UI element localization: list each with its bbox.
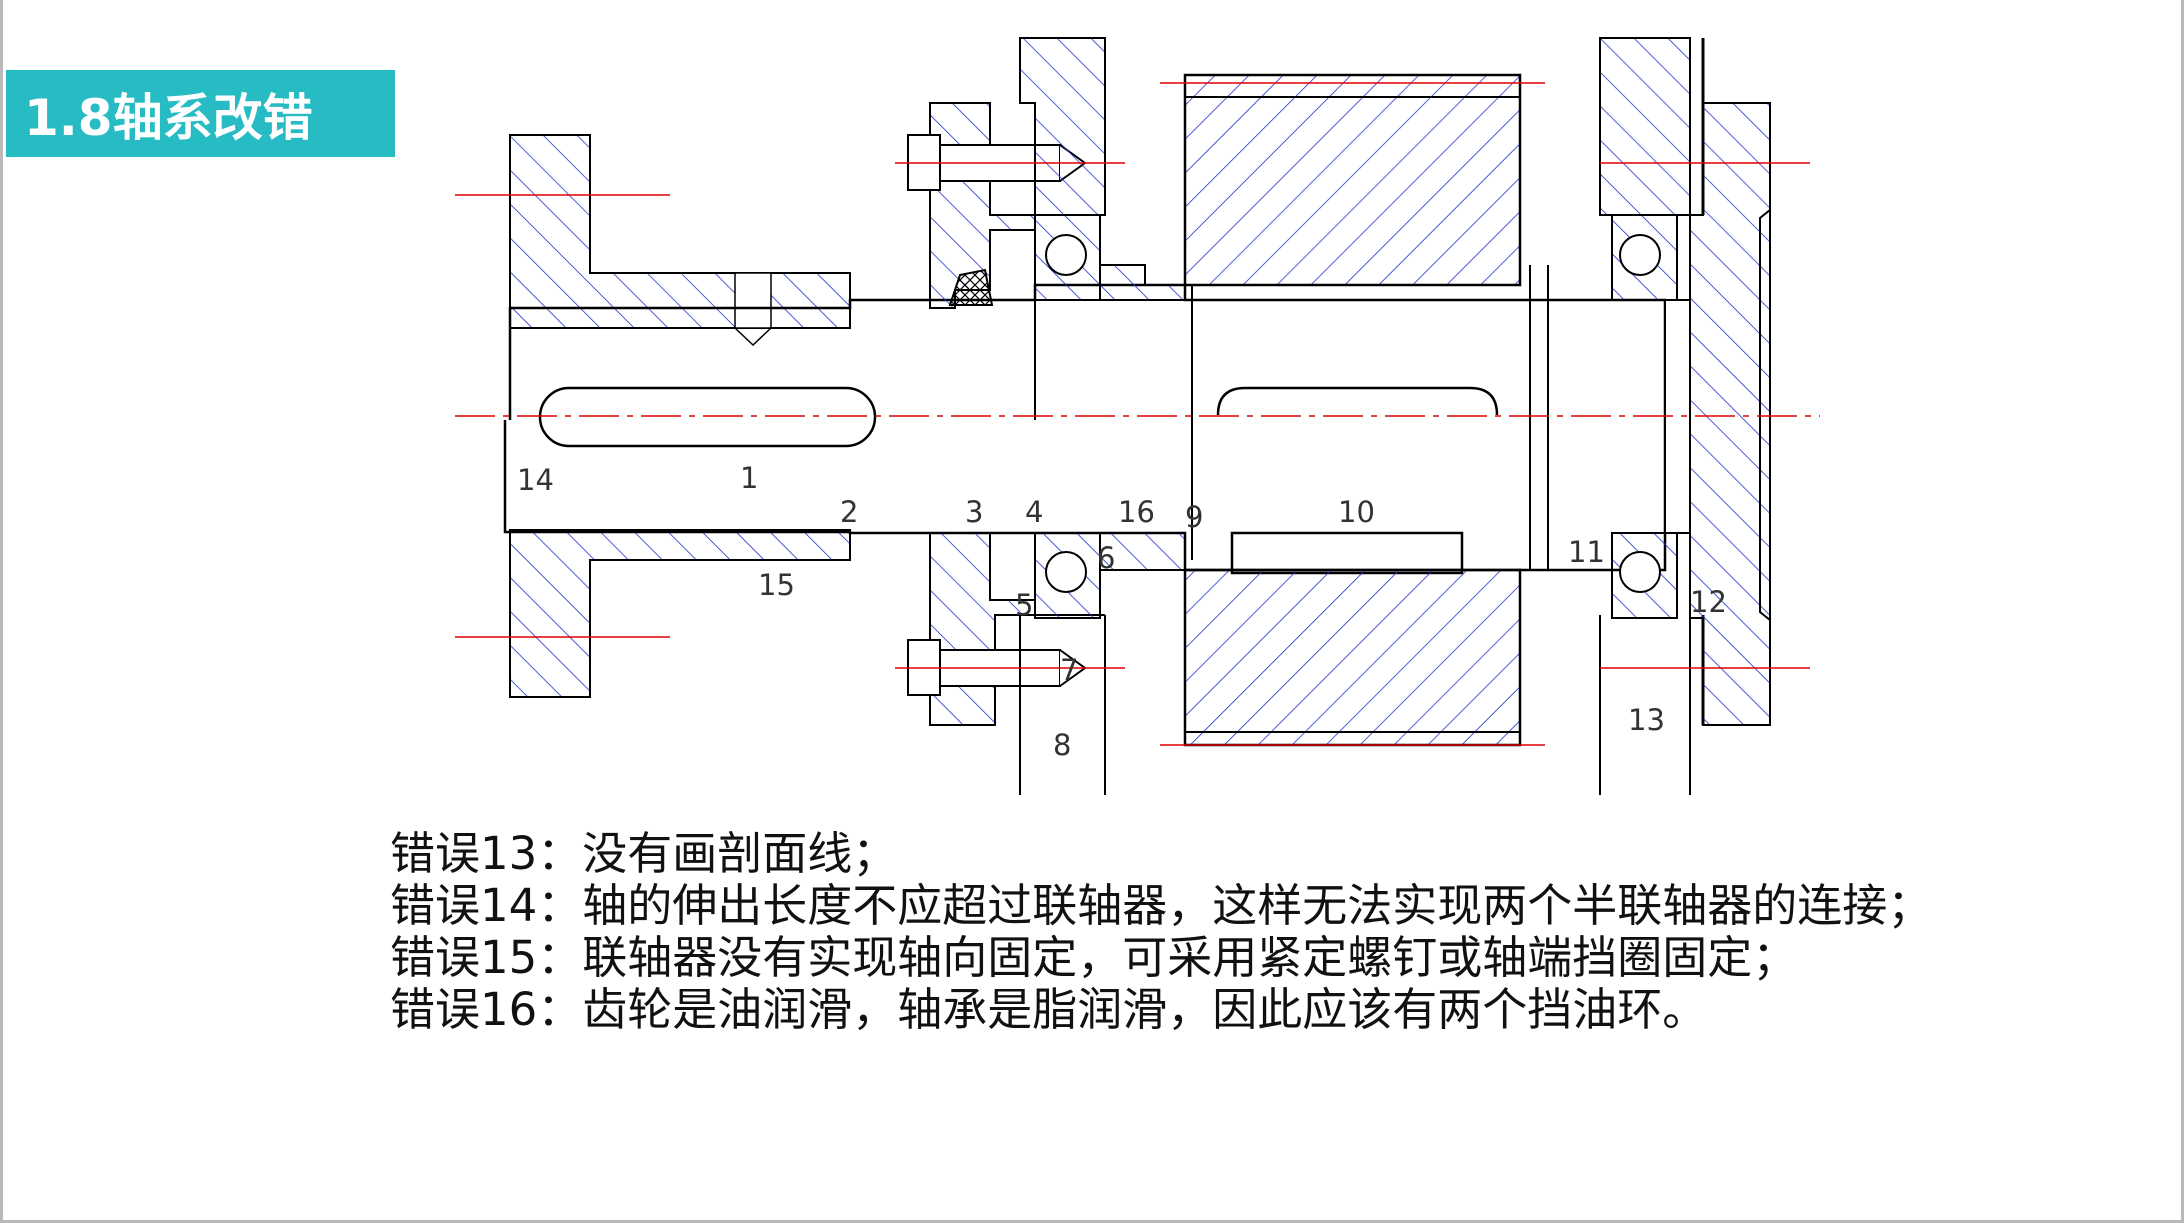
frame-bottom-border (0, 1220, 2184, 1223)
left-housing-wall (995, 37, 1106, 795)
frame-left-border (0, 0, 3, 1223)
note-line: 错误14：轴的伸出长度不应超过联轴器，这样无法实现两个半联轴器的连接； (390, 879, 1933, 932)
part-label-16: 16 (1118, 495, 1155, 529)
part-label-9: 9 (1185, 500, 1203, 534)
part-labels: 1 2 3 4 5 6 7 8 9 10 11 12 13 14 15 16 (517, 461, 1727, 762)
part-label-10: 10 (1338, 495, 1375, 529)
coupling (509, 134, 851, 698)
centerlines (455, 82, 1820, 746)
gear (1183, 73, 1522, 747)
part-label-1: 1 (740, 461, 758, 495)
right-housing-wall (1599, 37, 1705, 795)
note-line: 错误15：联轴器没有实现轴向固定，可采用紧定螺钉或轴端挡圈固定； (390, 931, 1798, 984)
right-bearing (1611, 214, 1678, 619)
shaft (503, 265, 1667, 575)
part-label-13: 13 (1628, 703, 1665, 737)
part-label-14: 14 (517, 463, 554, 497)
note-line: 错误13：没有画剖面线； (390, 827, 898, 880)
part-label-5: 5 (1015, 588, 1033, 622)
part-label-8: 8 (1053, 728, 1071, 762)
error-notes: 错误13：没有画剖面线； 错误14：轴的伸出长度不应超过联轴器，这样无法实现两个… (390, 828, 2130, 1036)
part-label-7: 7 (1060, 653, 1078, 687)
part-label-6: 6 (1097, 541, 1115, 575)
part-label-4: 4 (1025, 495, 1043, 529)
frame-right-border (2181, 0, 2184, 1223)
part-label-11: 11 (1568, 535, 1605, 569)
part-label-15: 15 (758, 568, 795, 602)
part-label-2: 2 (840, 495, 858, 529)
right-end-cap (1664, 102, 1771, 726)
note-line: 错误16：齿轮是油润滑，轴承是脂润滑，因此应该有两个挡油环。 (390, 983, 1708, 1036)
part-label-3: 3 (965, 495, 983, 529)
left-bearing (1034, 214, 1101, 619)
part-label-12: 12 (1690, 585, 1727, 619)
slide-title: 1.8轴系改错 (24, 88, 313, 147)
title-banner: 1.8轴系改错 (6, 70, 395, 157)
